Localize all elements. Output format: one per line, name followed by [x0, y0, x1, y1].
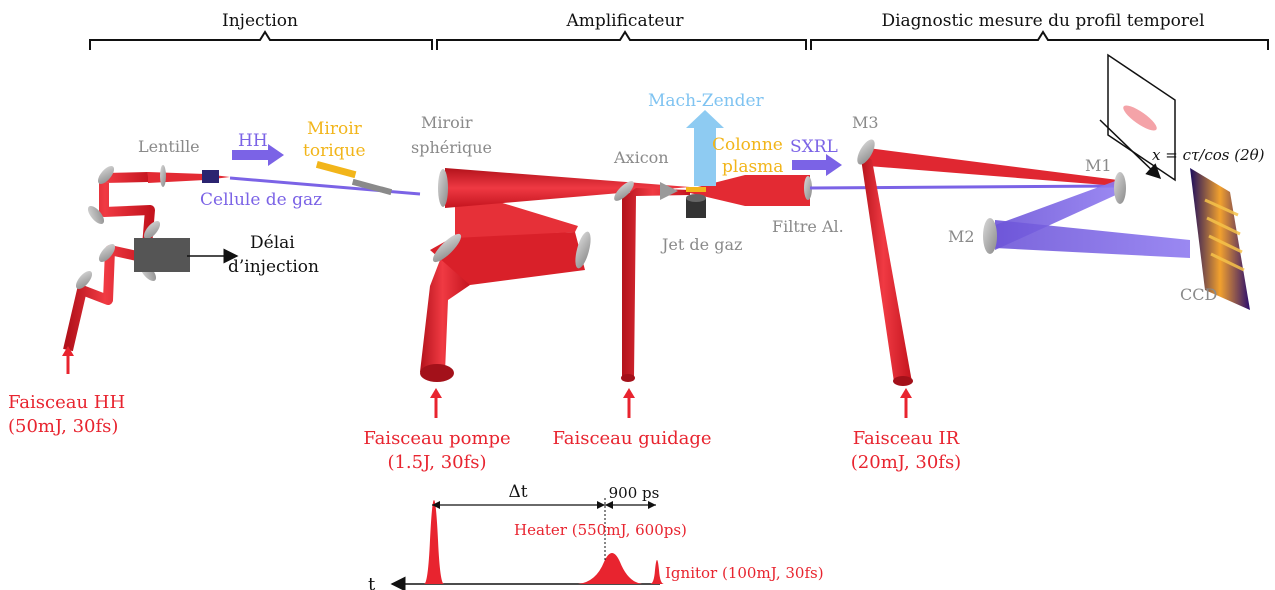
- beam-hh-2: (50mJ, 30fs): [8, 416, 118, 437]
- sxrl-beam: [809, 184, 1119, 190]
- m2-ccd-beam: [995, 220, 1190, 258]
- input-arrows: [62, 346, 912, 418]
- m1-mirror: [1114, 172, 1126, 204]
- label-heater: Heater (550mJ, 600ps): [514, 521, 687, 539]
- label-t: t: [368, 574, 376, 590]
- pulse-pump: [424, 500, 444, 584]
- time-plane: [1107, 53, 1176, 182]
- m3-mirror: [857, 139, 875, 165]
- label-axicon: Axicon: [613, 148, 669, 167]
- ir-beam: [860, 152, 912, 382]
- sxrl-arrow: [792, 154, 842, 176]
- pump-beam: [420, 168, 690, 382]
- label-miroir-torique-2: torique: [303, 141, 366, 161]
- guiding-beam: [622, 188, 690, 378]
- gas-jet: [686, 198, 706, 218]
- label-jet: Jet de gaz: [660, 235, 742, 254]
- mach-zender-arrow: [686, 110, 724, 186]
- label-delai-1: Délai: [250, 233, 295, 253]
- label-colonne-1: Colonne: [712, 135, 783, 155]
- label-delai-2: d’injection: [228, 257, 319, 277]
- label-mach-zender: Mach-Zender: [648, 91, 765, 111]
- timing-diagram: [390, 498, 664, 590]
- guiding-mirror: [614, 181, 634, 201]
- hh-arrow: [232, 144, 284, 166]
- m2-mirror: [983, 218, 997, 254]
- label-m3: M3: [852, 113, 879, 132]
- label-sxrl: SXRL: [790, 137, 838, 157]
- section-braces: [89, 30, 1269, 50]
- beam-ir-1: Faisceau IR: [853, 428, 960, 449]
- plane-mirror: [351, 178, 393, 196]
- delay-stage: [134, 238, 190, 272]
- pulse-ignitor: [650, 560, 664, 584]
- injection-mirrors: [75, 165, 166, 290]
- amp-mirrors: [432, 169, 591, 269]
- section-title-amplificateur: Amplificateur: [565, 11, 684, 31]
- label-900ps: 900 ps: [609, 484, 660, 502]
- label-miroir-spherique-1: Miroir: [421, 113, 473, 132]
- label-ccd: CCD: [1180, 285, 1217, 304]
- ir-diag-beam: [868, 148, 1118, 186]
- spherical-mirror: [438, 169, 448, 207]
- toroidal-mirror: [315, 160, 357, 179]
- beam-ir-2: (20mJ, 30fs): [851, 452, 961, 473]
- pulse-heater: [578, 553, 642, 584]
- beam-guidage: Faisceau guidage: [552, 428, 711, 449]
- al-filter: [804, 176, 812, 200]
- brace-amplificateur: [436, 30, 807, 50]
- label-m1: M1: [1085, 156, 1112, 175]
- beam-pompe-1: Faisceau pompe: [363, 428, 510, 449]
- plasma-column: [686, 187, 706, 192]
- brace-injection: [89, 30, 433, 50]
- formula-arrow: [1099, 119, 1162, 180]
- section-title-diagnostic: Diagnostic mesure du profil temporel: [881, 11, 1204, 31]
- label-dt: Δt: [508, 482, 527, 502]
- label-m2: M2: [948, 227, 975, 246]
- beam-pompe-2: (1.5J, 30fs): [387, 452, 486, 473]
- gas-cell: [202, 170, 219, 183]
- plasma-beam: [690, 175, 810, 206]
- label-hh: HH: [238, 131, 268, 151]
- label-miroir-spherique-2: sphérique: [411, 138, 492, 157]
- label-filtre: Filtre Al.: [772, 217, 844, 236]
- ccd-detector: [1190, 168, 1250, 310]
- section-title-injection: Injection: [222, 11, 298, 31]
- label-cellule: Cellule de gaz: [200, 190, 322, 210]
- label-colonne-2: plasma: [722, 157, 783, 177]
- label-formula: x = cτ/cos (2θ): [1152, 146, 1265, 164]
- beam-hh-1: Faisceau HH: [8, 392, 125, 413]
- brace-diagnostic: [810, 30, 1269, 50]
- ccd-fringes: [1204, 198, 1245, 272]
- lentille-lens: [160, 165, 166, 187]
- label-miroir-torique-1: Miroir: [307, 119, 363, 139]
- axicon-element: [660, 182, 678, 200]
- label-lentille: Lentille: [138, 137, 200, 156]
- label-ignitor: Ignitor (100mJ, 30fs): [665, 564, 824, 582]
